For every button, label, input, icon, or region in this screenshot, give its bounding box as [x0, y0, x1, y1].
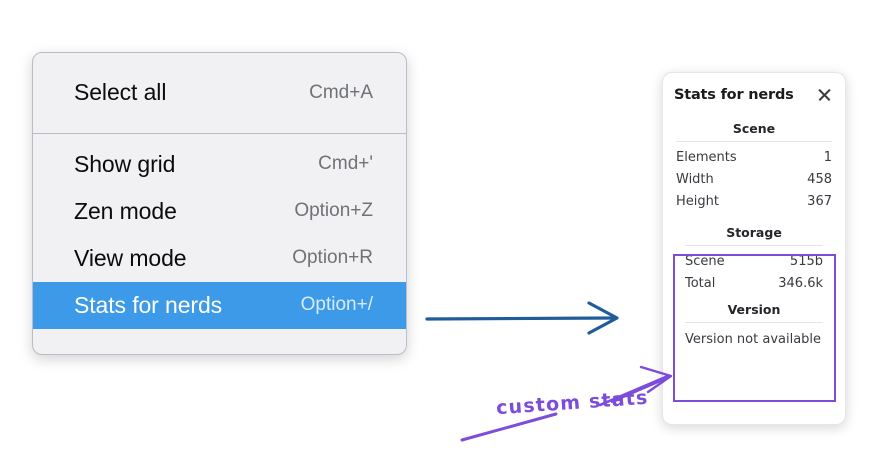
- menu-item-shortcut: Cmd+A: [309, 81, 373, 103]
- menu-group-1: Select all Cmd+A: [33, 53, 406, 133]
- section-heading: Scene: [732, 121, 776, 136]
- menu-item-show-grid[interactable]: Show grid Cmd+': [33, 141, 406, 188]
- stats-panel-title: Stats for nerds: [674, 87, 794, 103]
- menu-item-shortcut: Option+/: [300, 294, 373, 316]
- close-icon[interactable]: [816, 86, 834, 104]
- section-heading: Storage: [726, 225, 782, 240]
- stat-key: Elements: [676, 149, 737, 165]
- menu-item-zen-mode[interactable]: Zen mode Option+Z: [33, 188, 406, 235]
- menu-separator: [33, 133, 406, 134]
- stat-key: Scene: [685, 253, 725, 269]
- handwritten-note: custom stats: [495, 386, 650, 420]
- stat-value: 515b: [789, 253, 823, 269]
- menu-item-view-mode[interactable]: View mode Option+R: [33, 235, 406, 282]
- stat-value: 458: [807, 171, 832, 187]
- stat-key: Width: [676, 171, 714, 187]
- menu-item-shortcut: Option+Z: [294, 200, 373, 222]
- section-heading: Version: [727, 302, 781, 317]
- version-status-text: Version not available: [685, 332, 822, 347]
- stat-row-storage-total: Total 346.6k: [683, 272, 825, 294]
- menu-footer: [33, 337, 406, 354]
- stats-panel-titlebar: Stats for nerds: [674, 86, 834, 104]
- stat-value: 1: [823, 149, 832, 165]
- stat-row-elements: Elements 1: [674, 146, 834, 168]
- stat-row-storage-scene: Scene 515b: [683, 250, 825, 272]
- stat-row-width: Width 458: [674, 168, 834, 190]
- stat-value: 367: [807, 193, 832, 209]
- stats-section-storage: Storage Scene 515b Total 346.6k Version …: [674, 222, 834, 350]
- section-divider: [685, 322, 823, 323]
- stat-key: Total: [685, 275, 716, 291]
- stats-panel-body: Stats for nerds Scene Elements 1 Width 4…: [663, 73, 845, 350]
- blue-arrow: [425, 301, 619, 335]
- stats-section-scene: Scene Elements 1 Width 458 Height 367: [674, 118, 834, 212]
- section-divider: [676, 141, 832, 142]
- menu-item-select-all[interactable]: Select all Cmd+A: [33, 69, 406, 116]
- section-divider: [685, 245, 823, 246]
- menu-group-2: Show grid Cmd+' Zen mode Option+Z View m…: [33, 134, 406, 337]
- menu-item-label: Stats for nerds: [74, 291, 223, 318]
- context-menu[interactable]: Select all Cmd+A Show grid Cmd+' Zen mod…: [32, 52, 407, 355]
- menu-item-label: View mode: [74, 244, 187, 271]
- menu-item-stats-for-nerds[interactable]: Stats for nerds Option+/: [33, 281, 406, 329]
- menu-item-label: Show grid: [74, 150, 176, 177]
- menu-item-shortcut: Option+R: [292, 247, 373, 269]
- menu-item-shortcut: Cmd+': [318, 153, 373, 175]
- stat-value: 346.6k: [778, 275, 823, 291]
- menu-item-label: Select all: [74, 79, 167, 105]
- menu-item-label: Zen mode: [74, 197, 177, 224]
- stat-key: Height: [676, 193, 719, 209]
- stats-for-nerds-panel[interactable]: Stats for nerds Scene Elements 1 Width 4…: [662, 72, 846, 425]
- stat-row-height: Height 367: [674, 190, 834, 212]
